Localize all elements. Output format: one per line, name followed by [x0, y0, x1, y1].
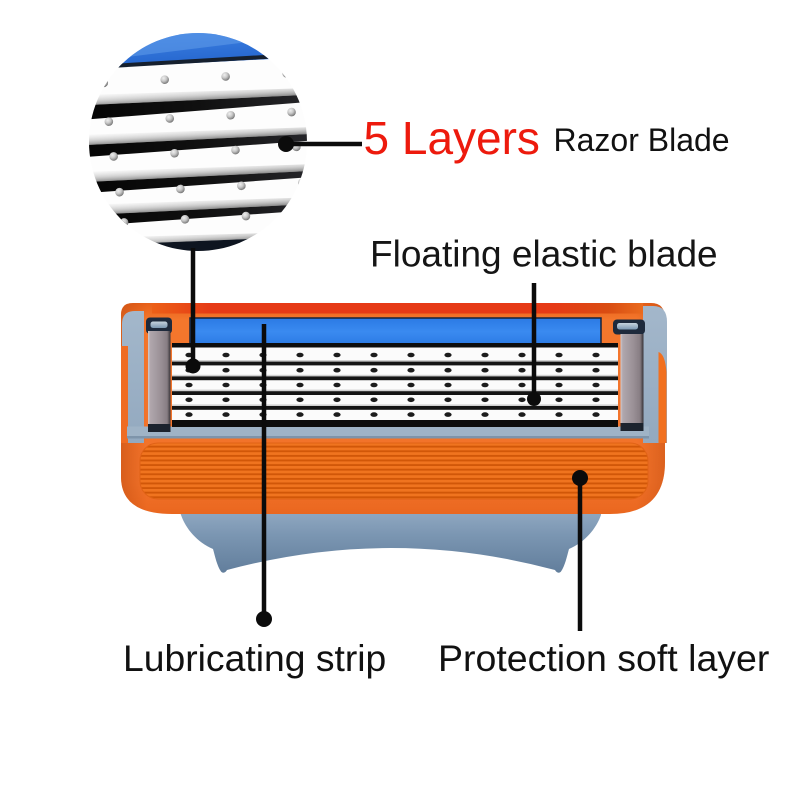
svg-text:Floating elastic blade: Floating elastic blade — [370, 234, 718, 275]
svg-text:5 Layers: 5 Layers — [364, 112, 540, 164]
svg-text:Protection soft layer: Protection soft layer — [438, 637, 769, 679]
svg-text:Razor Blade: Razor Blade — [554, 122, 730, 158]
svg-text:Lubricating strip: Lubricating strip — [123, 637, 386, 679]
